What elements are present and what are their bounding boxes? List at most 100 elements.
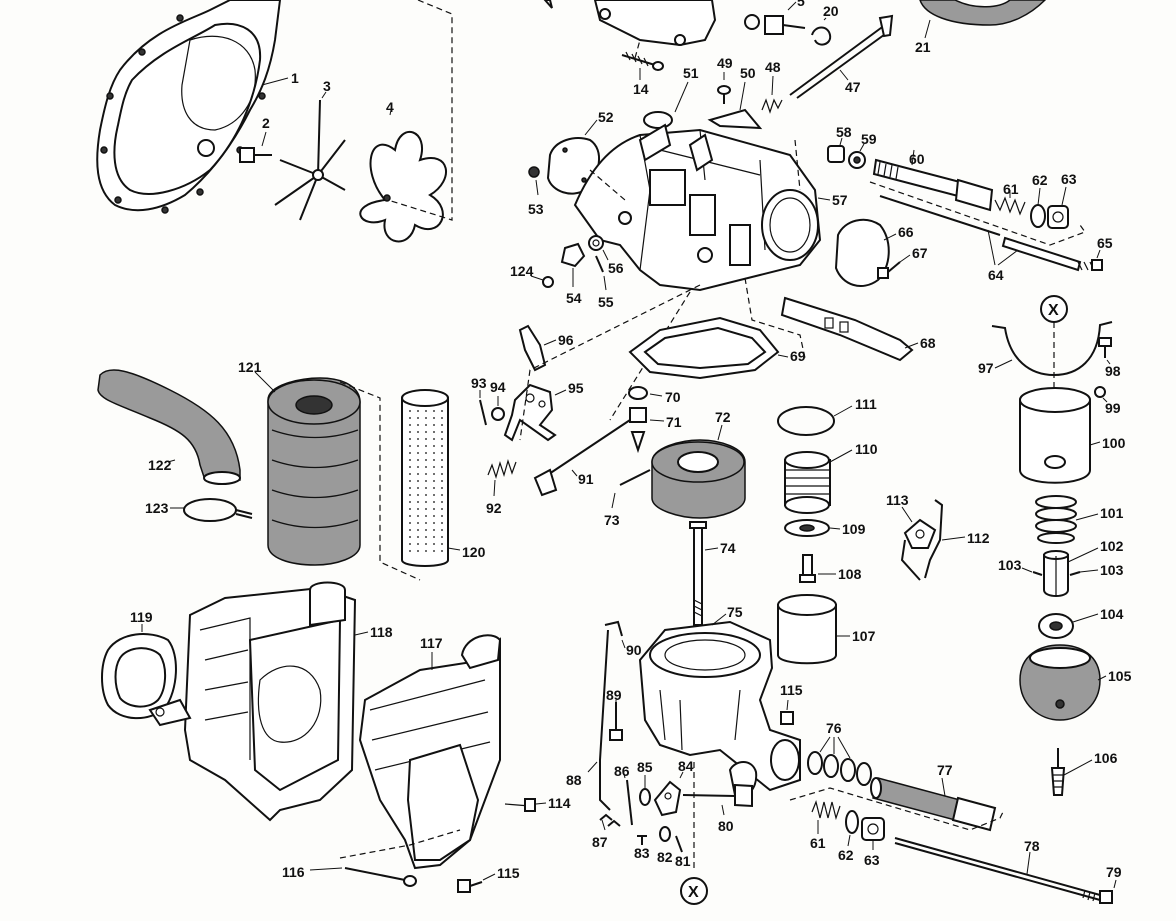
label-part-83: 83 [634,845,650,861]
label-part-106: 106 [1094,750,1118,766]
part-110-threaded-sleeve [784,449,853,514]
part-96-lever [518,324,557,372]
assembly-guide-116 [339,829,461,859]
part-59-washer [848,143,866,169]
label-part-63-upper: 63 [1061,171,1077,187]
part-63-nut-lower [861,817,885,850]
assembly-guide-60-63 [869,181,1086,246]
label-part-74: 74 [720,540,736,556]
part-87-clip [599,813,621,831]
label-part-81: 81 [675,853,691,869]
part-92-spring [487,458,517,497]
part-83-pin [637,835,647,845]
part-67-screw [877,254,911,279]
label-part-86: 86 [614,763,630,779]
label-part-109: 109 [842,521,866,537]
label-part-5: 5 [797,0,805,9]
part-72-float [651,424,746,519]
label-part-61-lower: 61 [810,835,826,851]
label-part-96: 96 [558,332,574,348]
part-122-elbow-hose [97,369,241,485]
label-part-57: 57 [832,192,848,208]
label-part-48: 48 [765,59,781,75]
reference-x-bottom [680,877,708,905]
label-part-70: 70 [665,389,681,405]
label-part-14: 14 [633,81,649,97]
label-part-50: 50 [740,65,756,81]
part-113-clip [901,506,937,549]
label-part-111: 111 [855,396,877,412]
part-116-long-screw [309,867,417,887]
label-part-115-upper: 115 [780,682,803,698]
part-90-wire [604,620,626,649]
label-part-116: 116 [282,864,305,880]
label-reference-x-bottom: X [688,884,699,901]
part-54-nut [560,242,586,287]
label-part-3: 3 [323,78,331,94]
label-part-52: 52 [598,109,614,125]
label-part-112: 112 [967,530,990,546]
part-58-bushing [827,137,845,163]
label-part-103-left: 103 [998,557,1022,573]
label-part-90: 90 [626,642,642,658]
part-103-pins [1021,567,1099,576]
label-part-121: 121 [238,359,262,375]
assembly-guide-14 [634,39,641,59]
part-112-bail [900,499,966,581]
label-part-89: 89 [606,687,622,703]
part-114-screw [504,798,547,812]
label-reference-x-top: X [1048,302,1059,319]
label-part-73: 73 [604,512,620,528]
label-part-103-right: 103 [1100,562,1124,578]
label-part-21: 21 [915,39,931,55]
label-part-20: 20 [823,3,839,19]
part-75-float-bowl [638,613,801,798]
part-85-washer [639,775,651,806]
label-part-82: 82 [657,849,673,865]
label-part-119: 119 [130,609,153,625]
part-51-plug [643,81,689,129]
label-part-54: 54 [566,290,582,306]
assembly-guide-121-120 [339,381,421,581]
part-56-washer [588,235,609,261]
part-123-clamp [170,498,253,522]
label-part-64: 64 [988,267,1004,283]
part-62-washer-lower [845,810,859,847]
part-14-screw [621,51,664,80]
part-5-fitting [744,1,806,35]
label-part-76: 76 [826,720,842,736]
label-part-100: 100 [1102,435,1126,451]
label-part-66: 66 [898,224,914,240]
label-part-55: 55 [598,294,614,310]
part-86-pin [622,769,633,826]
part-47-choke-shaft [789,14,894,99]
label-part-53: 53 [528,201,544,217]
part-115-screw-lower [457,873,496,893]
label-part-91: 91 [578,471,594,487]
label-part-99: 99 [1105,400,1121,416]
label-part-62-lower: 62 [838,847,854,863]
label-part-120: 120 [462,544,486,560]
label-part-115-lower: 115 [497,865,520,881]
part-71-needle-seat [629,407,665,454]
part-79-screw-head [1099,879,1117,904]
part-99-nut [1094,386,1108,403]
assembly-guide-52 [589,169,626,201]
part-84-lever [653,771,684,817]
part-77-fuel-inlet [870,777,997,832]
part-100-filter-bowl [1019,387,1101,484]
label-part-104: 104 [1100,606,1124,622]
label-part-108: 108 [838,566,862,582]
label-part-60: 60 [909,151,925,167]
label-part-84: 84 [678,758,694,774]
part-60-adjusting-needle [872,149,994,212]
part-3-spider [274,91,346,221]
label-part-95: 95 [568,380,584,396]
label-part-61-upper: 61 [1003,181,1019,197]
part-101-spring [1035,495,1099,544]
label-part-2: 2 [262,115,270,131]
part-65-screw [1077,249,1103,271]
part-82-washer [659,826,671,842]
